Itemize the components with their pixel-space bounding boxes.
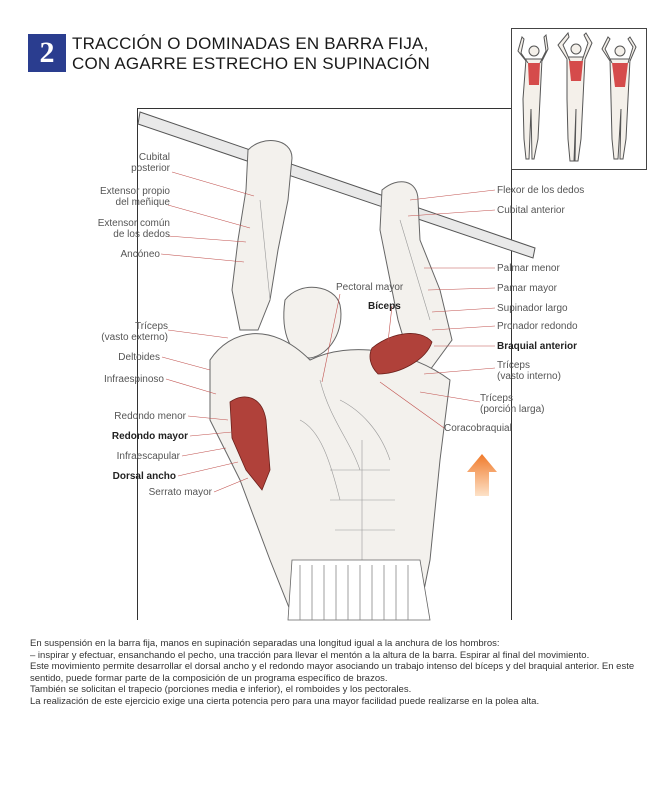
label-triceps-externo: Tríceps (vasto externo) xyxy=(101,321,168,343)
highlighted-muscles xyxy=(229,333,433,491)
trousers xyxy=(287,559,431,621)
label-cubital-posterior: Cubital posterior xyxy=(131,152,170,174)
caption-line-3: Este movimiento permite desarrollar el d… xyxy=(30,661,635,684)
label-cubital-anterior: Cubital anterior xyxy=(497,205,565,216)
exercise-number-badge: 2 xyxy=(28,34,66,72)
dorsal-redondo-highlight xyxy=(229,396,271,491)
biceps-braquial-highlight xyxy=(369,333,433,375)
illustration-frame-right xyxy=(511,168,512,620)
label-supinador-largo: Supinador largo xyxy=(497,303,568,314)
label-anconeo: Ancóneo xyxy=(120,249,160,260)
label-extensor-comun: Extensor común de los dedos xyxy=(97,218,170,240)
torso-figure xyxy=(209,140,453,611)
label-extensor-propio: Extensor propio del meñique xyxy=(99,186,170,208)
label-coracobraquial: Coracobraquial xyxy=(444,423,512,434)
label-pectoral-mayor: Pectoral mayor xyxy=(336,282,404,293)
label-triceps-larga: Tríceps (porción larga) xyxy=(480,393,545,415)
torso-shading xyxy=(259,199,431,560)
caption-line-2: – inspirar y efectuar, ensanchando el pe… xyxy=(30,649,590,661)
label-palmar-mayor: Pamar mayor xyxy=(497,283,558,294)
illustration-frame-top xyxy=(137,108,512,109)
exercise-title: TRACCIÓN O DOMINADAS EN BARRA FIJA, CON … xyxy=(72,34,492,74)
label-palmar-menor: Palmar menor xyxy=(497,263,560,274)
illustration-frame-left xyxy=(137,108,138,620)
label-redondo-mayor: Redondo mayor xyxy=(111,431,188,442)
title-line-1: TRACCIÓN O DOMINADAS EN BARRA FIJA, xyxy=(72,34,429,53)
label-serrato-mayor: Serrato mayor xyxy=(148,487,212,498)
label-triceps-interno: Tríceps (vasto interno) xyxy=(497,360,561,382)
caption-line-4: También se solicitan el trapecio (porcio… xyxy=(30,684,412,696)
label-deltoides: Deltoides xyxy=(118,352,160,363)
label-dorsal-ancho: Dorsal ancho xyxy=(112,471,176,482)
pullup-bar xyxy=(137,111,536,259)
thumbnail-figures-illustration xyxy=(517,31,637,162)
title-line-2: CON AGARRE ESTRECHO EN SUPINACIÓN xyxy=(72,54,430,73)
label-biceps: Bíceps xyxy=(368,301,401,312)
label-redondo-menor: Redondo menor xyxy=(114,411,186,422)
label-leader-lines xyxy=(160,171,496,493)
label-flexor-dedos: Flexor de los dedos xyxy=(497,185,585,196)
caption-line-1: En suspensión en la barra fija, manos en… xyxy=(30,638,500,649)
label-infraespinoso: Infraespinoso xyxy=(103,374,164,385)
label-pronador-redondo: Pronador redondo xyxy=(497,321,578,332)
label-braquial-anterior: Braquial anterior xyxy=(497,341,578,352)
upward-arrow-icon xyxy=(467,454,497,496)
muscle-map-thumbnail xyxy=(511,28,647,170)
exercise-description: En suspensión en la barra fija, manos en… xyxy=(30,638,640,708)
label-infraescapular: Infraescapular xyxy=(116,451,180,462)
caption-line-5: La realización de este ejercicio exige u… xyxy=(30,695,540,707)
